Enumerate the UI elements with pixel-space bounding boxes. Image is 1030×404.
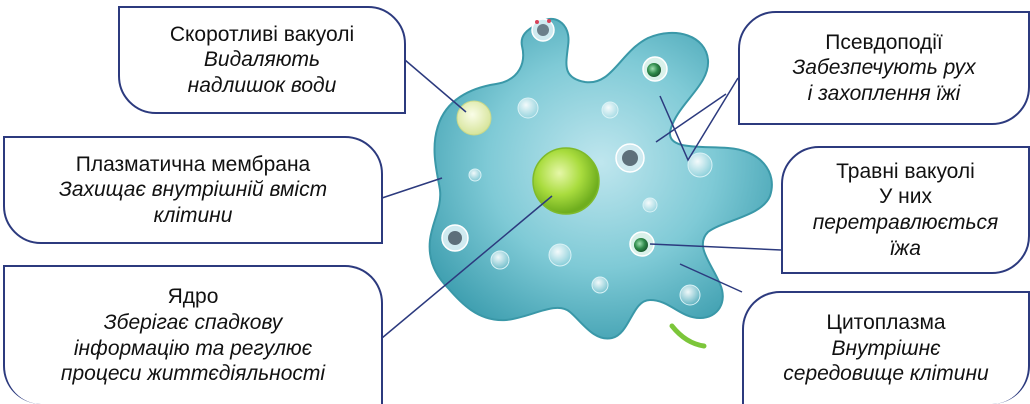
digestive-title-1: Травні вакуолі	[836, 159, 975, 183]
contractile-desc-1: Видаляють	[203, 48, 321, 72]
contractile-desc-2: надлишок води	[187, 73, 337, 97]
food-vacuole-particles-2	[441, 224, 469, 252]
membrane-desc-1: Захищає внутрішній вміст	[58, 178, 328, 202]
membrane-title: Плазматична мембрана	[75, 152, 311, 176]
pseudopodia-desc-2: і захоплення їжі	[807, 81, 961, 105]
nucleus-desc-2: інформацію та регулює	[73, 336, 313, 360]
cytoplasm-bubbles	[468, 97, 713, 306]
cytoplasm-desc-1: Внутрішнє	[831, 336, 941, 360]
leader-digestive	[649, 243, 782, 251]
pseudopodia-desc-1: Забезпечують рух	[792, 56, 976, 80]
digestive-vacuole-green-2	[629, 231, 655, 257]
nucleus-desc-3: процеси життєдіяльності	[60, 362, 326, 386]
label-pseudopodia: Псевдоподії Забезпечують рух і захопленн…	[738, 11, 1030, 125]
digestive-desc-2: їжа	[890, 236, 921, 260]
contractile-title: Скоротливі вакуолі	[169, 22, 355, 46]
amoeba-cell-body	[428, 18, 773, 340]
label-contractile-vacuoles: Скоротливі вакуолі Видаляють надлишок во…	[118, 6, 406, 114]
leader-pseudopodia-branch	[655, 93, 727, 143]
digestive-vacuole-green-1	[642, 56, 668, 82]
cytoplasm-desc-2: середовище клітини	[783, 362, 989, 386]
cytoplasm-title: Цитоплазма	[826, 311, 946, 335]
digestive-title-2: У них	[878, 185, 932, 209]
nucleus-title: Ядро	[167, 285, 219, 309]
food-vacuole-particles-1	[615, 143, 645, 173]
leader-cytoplasm	[679, 263, 743, 293]
leader-pseudopodia	[659, 77, 739, 162]
leader-membrane	[381, 177, 443, 199]
leader-nucleus	[381, 195, 553, 339]
label-nucleus: Ядро Зберігає спадкову інформацію та рег…	[3, 265, 383, 404]
leader-contractile	[404, 59, 467, 113]
label-plasma-membrane: Плазматична мембрана Захищає внутрішній …	[3, 136, 383, 244]
food-particle	[669, 323, 707, 349]
label-cytoplasm: Цитоплазма Внутрішнє середовище клітини	[742, 291, 1030, 404]
food-vacuole-top	[531, 18, 555, 42]
contractile-vacuole	[456, 100, 492, 136]
label-digestive-vacuoles: Травні вакуолі У них перетравлюється їжа	[781, 146, 1030, 274]
leader-lines	[381, 59, 782, 339]
digestive-desc-1: перетравлюється	[812, 211, 999, 234]
membrane-desc-2: клітини	[153, 203, 233, 227]
nucleus-desc-1: Зберігає спадкову	[103, 310, 283, 334]
pseudopodia-title: Псевдоподії	[825, 30, 943, 54]
